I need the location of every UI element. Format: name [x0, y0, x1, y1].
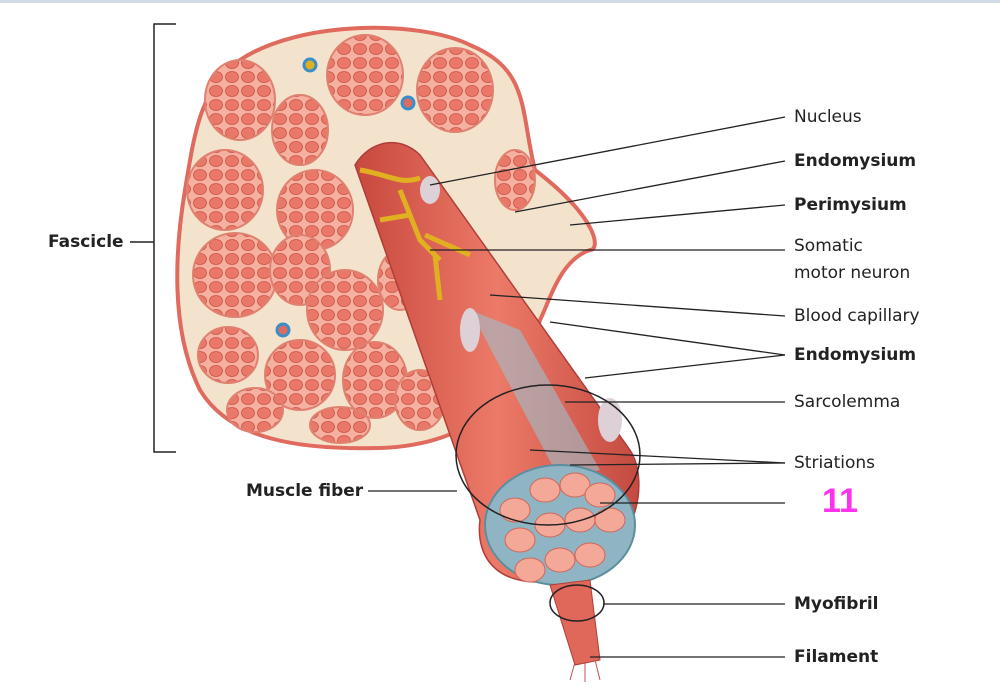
label-motor-neuron: motor neuron: [794, 263, 911, 283]
label-muscle-fiber: Muscle fiber: [246, 481, 364, 501]
blood-vessel: [275, 322, 291, 338]
label-blood-capillary: Blood capillary: [794, 306, 920, 326]
fascicle-bracket: [130, 23, 176, 453]
fascicle-bundle: [197, 326, 259, 384]
label-nucleus: Nucleus: [794, 107, 862, 127]
fascicle-bundle: [264, 339, 336, 411]
label-fascicle: Fascicle: [48, 232, 124, 252]
nucleus: [420, 176, 440, 204]
myofibril-end: [584, 482, 616, 508]
myofibril-end: [544, 547, 576, 573]
fascicle-group: [186, 34, 536, 444]
nucleus: [460, 308, 480, 352]
label-endomysium: Endomysium: [794, 151, 917, 171]
fascicle-bundle: [192, 232, 278, 318]
label-perimysium: Perimysium: [794, 195, 907, 215]
label-sarcolemma: Sarcolemma: [794, 392, 901, 412]
myofibril-end: [594, 507, 626, 533]
fascicle-bundle: [204, 59, 276, 141]
myofibril-end: [529, 477, 561, 503]
filament: [569, 659, 601, 682]
fascicle-bundle: [306, 269, 384, 351]
fascicle-bundle: [226, 387, 284, 433]
fascicle-bundle: [271, 94, 329, 166]
myofibril-end: [514, 557, 546, 583]
window-top-border: [0, 0, 1000, 3]
myofibril-end: [574, 542, 606, 568]
sarcolemma-layer: [470, 310, 600, 480]
myofibril-outline: [549, 584, 605, 622]
blood-vessel: [302, 57, 318, 73]
nucleus: [598, 398, 622, 442]
myofibril-end: [564, 507, 596, 533]
label-endomysium-2: Endomysium: [794, 345, 917, 365]
answer-number: 11: [822, 482, 858, 520]
fascicle-bundle: [186, 149, 264, 231]
myofibril: [549, 579, 601, 666]
fascicle-bundle: [416, 47, 494, 133]
fascicle-bundle: [494, 149, 536, 211]
myofibril-end: [504, 527, 536, 553]
myofibril-end: [499, 497, 531, 523]
label-striations: Striations: [794, 453, 876, 473]
fascicle-bundle: [309, 406, 371, 444]
label-somatic: Somatic: [794, 236, 863, 256]
fascicle-bundle: [326, 34, 404, 116]
leader-lines: [368, 116, 786, 658]
somatic-motor-neuron: [359, 167, 472, 301]
blood-vessel: [400, 95, 416, 111]
myofibril-end: [559, 472, 591, 498]
label-myofibril: Myofibril: [794, 594, 879, 614]
label-filament: Filament: [794, 647, 879, 667]
